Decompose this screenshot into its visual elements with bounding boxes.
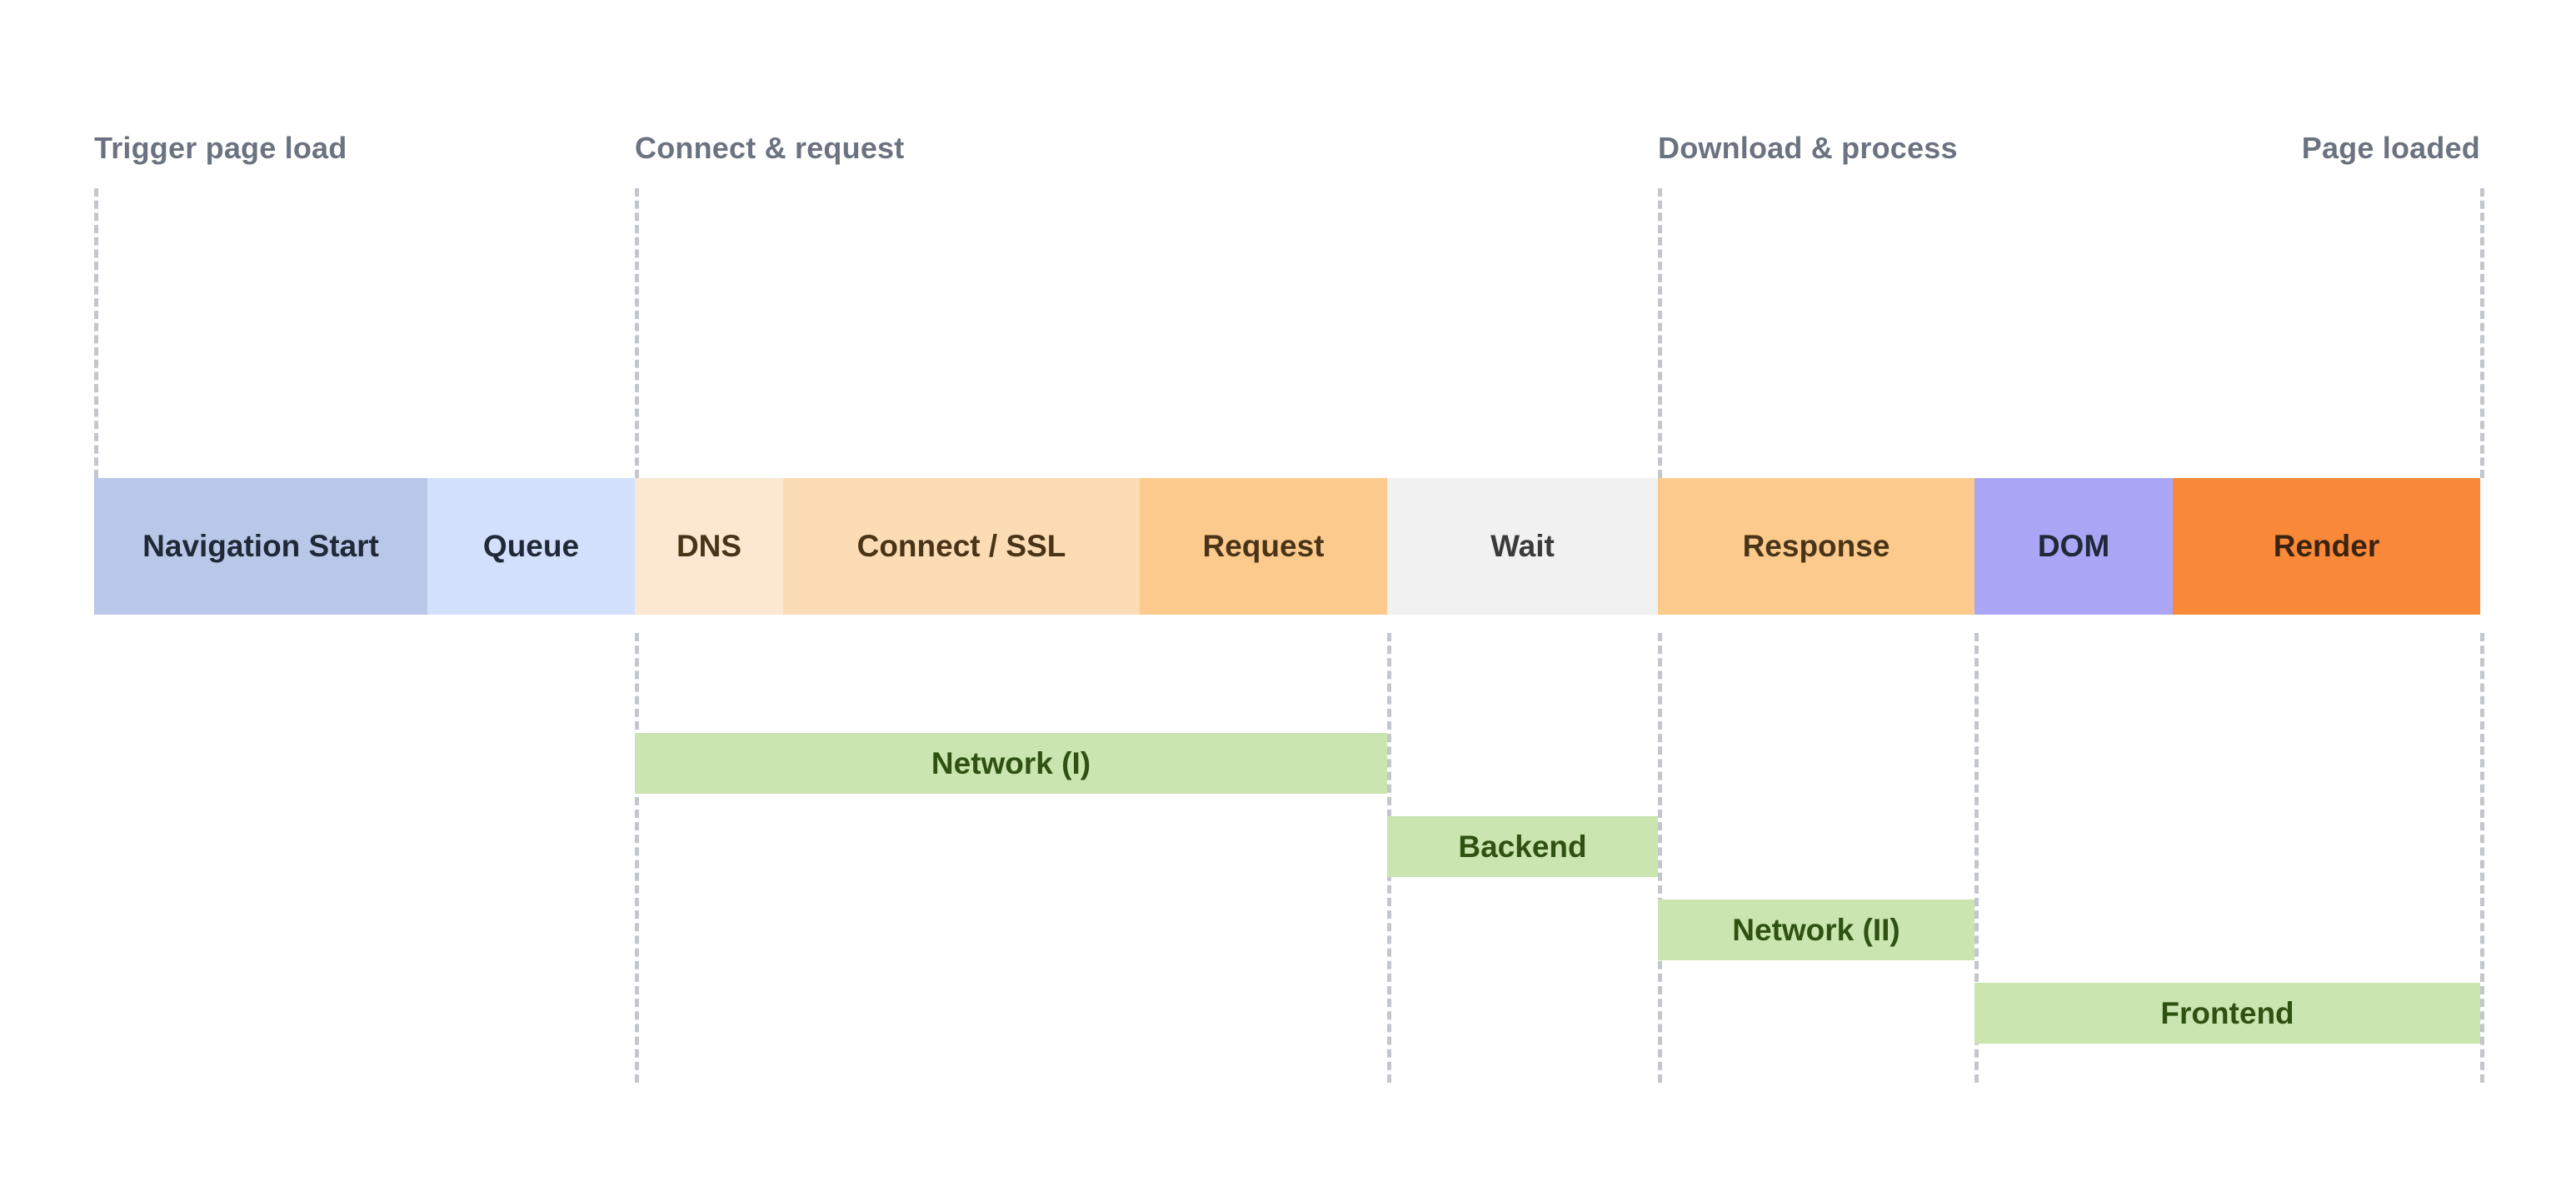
- phase-header-connect-request: Connect & request: [635, 131, 905, 165]
- guide-line-lower-dom-start: [1974, 633, 1979, 1083]
- subbar-frontend[interactable]: Frontend: [1974, 983, 2480, 1044]
- timeline-segment-label: Response: [1742, 529, 1890, 563]
- phase-header-download-process: Download & process: [1658, 131, 1958, 165]
- guide-line-lower-response-start: [1658, 633, 1662, 1083]
- timeline-segment-label: Render: [2273, 529, 2380, 563]
- subbar-network-one[interactable]: Network (I): [635, 733, 1387, 794]
- timeline-segment-label: Queue: [482, 529, 580, 563]
- phase-header-trigger-page-load: Trigger page load: [94, 131, 347, 165]
- phase-header-page-loaded: Page loaded: [2301, 131, 2480, 165]
- subbar-network-two[interactable]: Network (II): [1658, 900, 1974, 960]
- guide-line-lower-dns-start: [635, 633, 639, 1083]
- subbar-label: Network (I): [931, 745, 1091, 780]
- subbar-label: Frontend: [2160, 995, 2294, 1030]
- timeline-segment-connect-ssl[interactable]: Connect / SSL: [783, 478, 1140, 615]
- timeline-segment-dom[interactable]: DOM: [1974, 478, 2173, 615]
- timeline-segment-label: Navigation Start: [142, 529, 379, 563]
- subbar-label: Network (II): [1732, 912, 1900, 947]
- timeline-bar: Navigation Start Queue DNS Connect / SSL…: [94, 478, 2480, 615]
- timeline-segment-label: Request: [1202, 529, 1325, 563]
- timeline-segment-request[interactable]: Request: [1140, 478, 1387, 615]
- timeline-segment-dns[interactable]: DNS: [635, 478, 783, 615]
- subbar-label: Backend: [1458, 829, 1587, 864]
- timeline-segment-render[interactable]: Render: [2173, 478, 2480, 615]
- timeline-segment-wait[interactable]: Wait: [1387, 478, 1658, 615]
- timeline-segment-label: DNS: [676, 529, 742, 563]
- timeline-segment-label: Wait: [1490, 529, 1555, 563]
- timeline-segment-navigation-start[interactable]: Navigation Start: [94, 478, 427, 615]
- subbar-backend[interactable]: Backend: [1387, 816, 1658, 877]
- timeline-segment-label: DOM: [2037, 529, 2110, 563]
- timeline-segment-response[interactable]: Response: [1658, 478, 1974, 615]
- guide-line-lower-page-loaded: [2480, 633, 2484, 1083]
- timeline-segment-label: Connect / SSL: [856, 529, 1066, 563]
- guide-line-navigation-start: [94, 188, 98, 478]
- guide-line-download-process: [1658, 188, 1662, 478]
- guide-line-connect-request: [635, 188, 639, 478]
- guide-line-page-loaded: [2480, 188, 2484, 478]
- timeline-segment-queue[interactable]: Queue: [427, 478, 635, 615]
